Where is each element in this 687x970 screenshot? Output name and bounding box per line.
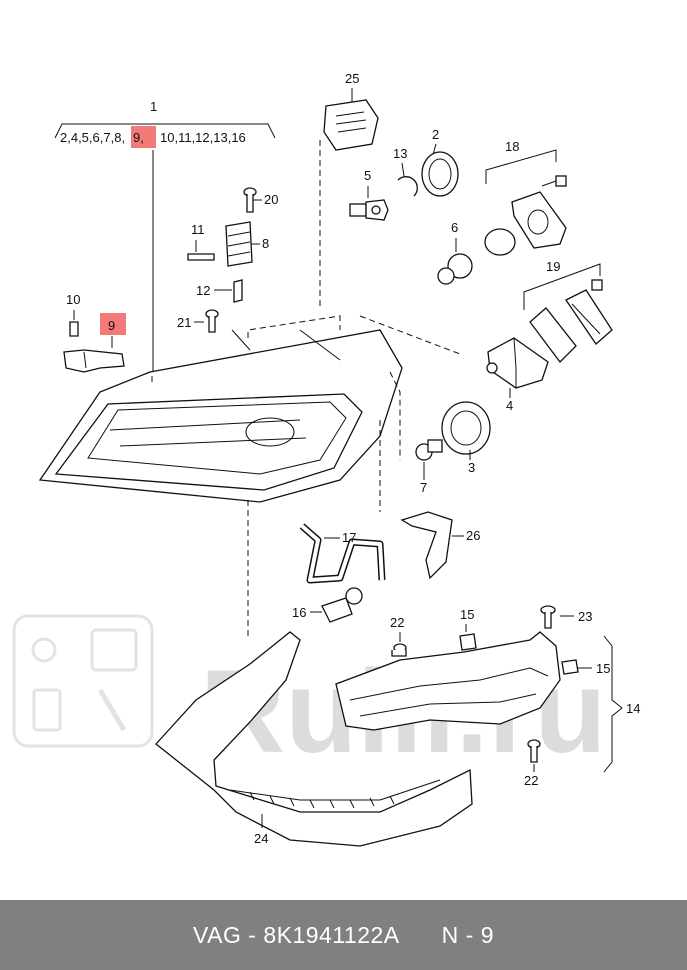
- vent-16: [321, 587, 363, 623]
- label-23: 23: [578, 609, 592, 624]
- label-24: 24: [254, 831, 268, 846]
- label-1: 1: [150, 99, 157, 114]
- clip-15a: [459, 633, 477, 651]
- label-13: 13: [393, 146, 407, 161]
- label-17: 17: [342, 530, 356, 545]
- label-9: 9: [108, 318, 115, 333]
- label-1-group-highlight: 9,: [133, 130, 144, 145]
- clip-15b: [561, 659, 579, 675]
- bulb-5: [349, 199, 389, 221]
- label-26: 26: [466, 528, 480, 543]
- connector-25: [323, 99, 379, 151]
- label-16: 16: [292, 605, 306, 620]
- repair-bracket-9: [63, 349, 125, 373]
- screw-23: [540, 605, 556, 629]
- label-8: 8: [262, 236, 269, 251]
- label-2: 2: [432, 127, 439, 142]
- label-19: 19: [546, 259, 560, 274]
- label-20: 20: [264, 192, 278, 207]
- label-21: 21: [177, 315, 191, 330]
- bulb-7: [415, 439, 443, 461]
- screw-21: [205, 309, 219, 333]
- highlight-9-box: [131, 126, 156, 148]
- control-module-4: [486, 337, 549, 389]
- label-15a: 15: [460, 607, 474, 622]
- screw-22a: [391, 643, 407, 657]
- label-1-group-a: 2,4,5,6,7,8,: [60, 130, 125, 145]
- label-5: 5: [364, 168, 371, 183]
- headlamp-housing-1: [38, 329, 403, 503]
- highlight-9-label-box: [100, 313, 126, 335]
- clip-12: [233, 279, 243, 303]
- label-7: 7: [420, 480, 427, 495]
- bulb-cover-3: [441, 401, 491, 455]
- label-18: 18: [505, 139, 519, 154]
- trim-26: [400, 511, 453, 580]
- screw-20: [243, 187, 257, 213]
- lower-frame-24: [155, 631, 473, 847]
- label-11: 11: [191, 222, 205, 237]
- label-25: 25: [345, 71, 359, 86]
- label-14: 14: [626, 701, 640, 716]
- spring-clip-13: [397, 176, 418, 197]
- exploded-parts-diagram: Rulli.ru 1 2,4,5,6,7,8, 9, 10,11,12,13,1…: [12, 71, 640, 847]
- label-3: 3: [468, 460, 475, 475]
- bulb-socket-6: [437, 253, 473, 285]
- label-10: 10: [66, 292, 80, 307]
- label-12: 12: [196, 283, 210, 298]
- o-ring-18: [484, 228, 516, 256]
- label-22b: 22: [524, 773, 538, 788]
- screw-18: [541, 175, 567, 187]
- footer-part-number: VAG - 8K1941122A: [193, 921, 400, 948]
- label-4: 4: [506, 398, 513, 413]
- label-22a: 22: [390, 615, 404, 630]
- screw-19: [591, 279, 603, 291]
- mounting-bracket-14: [335, 631, 561, 731]
- bulb-holder-ring-2: [421, 151, 459, 197]
- footer-position: N - 9: [441, 921, 494, 948]
- label-6: 6: [451, 220, 458, 235]
- label-15b: 15: [596, 661, 610, 676]
- adapter-flange-18: [511, 191, 567, 249]
- label-1-group-b: 10,11,12,13,16: [160, 130, 246, 145]
- screw-11: [187, 253, 215, 261]
- footer-bar: VAG - 8K1941122A N - 9: [0, 900, 687, 970]
- screw-10: [69, 321, 79, 337]
- bracket-8: [225, 221, 253, 267]
- cover-19: [529, 289, 613, 363]
- screw-22b: [527, 739, 541, 763]
